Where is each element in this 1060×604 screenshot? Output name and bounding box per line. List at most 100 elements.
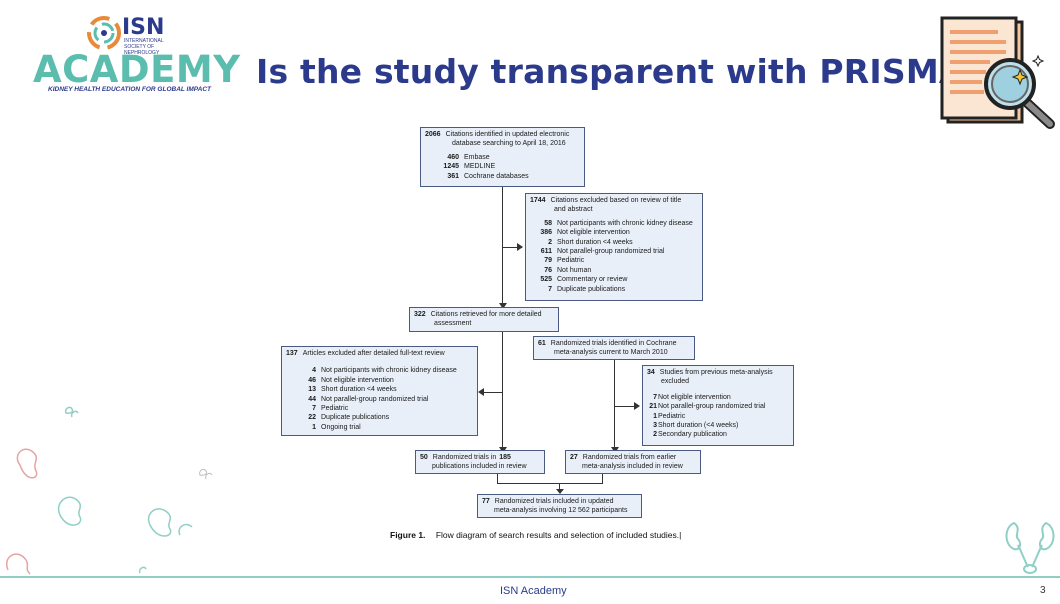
connector-main-2 — [502, 332, 503, 450]
figure-caption: Figure 1. Flow diagram of search results… — [390, 530, 681, 540]
count: 361 — [447, 172, 459, 180]
count: 322 — [414, 311, 426, 318]
count: 7 — [653, 393, 657, 401]
label: assessment — [434, 320, 472, 328]
count: 2 — [653, 431, 657, 439]
count: 7 — [548, 285, 552, 293]
count: 34 — [647, 369, 655, 376]
count: 1 — [653, 412, 657, 420]
count: 27 — [570, 454, 578, 461]
label: Pediatric — [658, 412, 686, 420]
count: 386 — [540, 229, 552, 237]
label: Not parallel-group randomized trial — [321, 395, 429, 403]
count: 185 — [499, 454, 511, 461]
label: Cochrane databases — [464, 172, 529, 180]
logo-isn-text: ISN — [122, 15, 165, 40]
count: 22 — [308, 414, 316, 422]
box-cochrane: 61 Randomized trials identified in Cochra… — [533, 336, 695, 360]
count: 58 — [544, 219, 552, 227]
count: 44 — [308, 395, 316, 403]
count: 3 — [653, 422, 657, 430]
slide-title: Is the study transparent with PRISMA? — [256, 52, 984, 91]
label: Short duration <4 weeks — [557, 238, 633, 246]
label: Not eligible intervention — [321, 376, 394, 384]
label: Articles excluded after detailed full-te… — [302, 350, 445, 357]
count: 76 — [544, 266, 552, 274]
label: Not participants with chronic kidney dis… — [321, 367, 457, 375]
label: excluded — [661, 378, 690, 386]
connector-main-1 — [502, 187, 503, 306]
logo-subline: INTERNATIONAL SOCIETY OF NEPHROLOGY — [124, 38, 164, 56]
label: Randomized trials identified in Cochrane — [550, 340, 677, 347]
count: 61 — [538, 340, 546, 347]
label: Short duration (<4 weeks) — [658, 422, 739, 430]
caption-text: Flow diagram of search results and selec… — [435, 530, 682, 540]
label: Not parallel-group randomized trial — [557, 248, 665, 256]
label: Commentary or review — [557, 276, 628, 284]
label: Not human — [557, 266, 592, 274]
page-number: 3 — [1040, 585, 1046, 596]
count: 50 — [420, 454, 428, 461]
count: 2066 — [425, 131, 441, 138]
footer-text: ISN Academy — [500, 585, 567, 597]
count: 611 — [540, 248, 552, 256]
label: Not participants with chronic kidney dis… — [557, 219, 693, 227]
count: 2 — [548, 238, 552, 246]
count: 4 — [312, 367, 316, 375]
arrow-down-icon — [499, 303, 507, 309]
label: Pediatric — [321, 405, 349, 413]
label: Randomized trials from earlier — [582, 454, 677, 461]
count: 79 — [544, 257, 552, 265]
count: 7 — [312, 405, 316, 413]
count: 460 — [447, 153, 459, 161]
count: 1245 — [443, 163, 459, 171]
isn-emblem-icon — [87, 16, 121, 50]
count: 1744 — [530, 197, 546, 204]
count: 525 — [540, 276, 552, 284]
box-previous-excluded: 34 Studies from previous meta-analysis ex… — [642, 365, 794, 446]
connector-cochrane — [614, 360, 615, 450]
label: Randomized trials included in updated — [494, 498, 614, 505]
label: Ongoing trial — [321, 423, 361, 431]
label: Secondary publication — [658, 431, 727, 439]
count: 21 — [649, 403, 657, 411]
logo-tagline: KIDNEY HEALTH EDUCATION FOR GLOBAL IMPAC… — [48, 86, 211, 93]
label: meta-analysis included in review — [582, 463, 683, 471]
count: 13 — [308, 386, 316, 394]
label: Citations identified in updated electron… — [445, 131, 570, 138]
label: meta-analysis current to March 2010 — [554, 349, 668, 357]
label: Short duration <4 weeks — [321, 386, 397, 394]
connector-final — [559, 483, 560, 491]
connector-to-prev — [614, 406, 634, 407]
label: publications included in review — [432, 463, 527, 471]
count: 46 — [308, 376, 316, 384]
count: 137 — [286, 350, 298, 357]
arrow-right-icon — [634, 402, 640, 410]
footer-divider — [0, 576, 1060, 578]
arrow-right-icon — [517, 243, 523, 251]
kidney-ureter-icon — [1000, 515, 1060, 575]
isn-logo — [86, 15, 122, 51]
document-magnifier-icon — [940, 16, 1058, 130]
label: Not eligible intervention — [658, 393, 731, 401]
label: Duplicate publications — [557, 285, 626, 293]
kidney-decoration-icon — [0, 395, 280, 596]
label: MEDLINE — [464, 163, 496, 171]
count: 77 — [482, 498, 490, 505]
logo-academy-text: ACADEMY — [33, 48, 241, 91]
connector-merge-h — [497, 483, 603, 484]
caption-label: Figure 1. — [390, 530, 426, 540]
label: Not eligible intervention — [557, 229, 630, 237]
arrow-down-icon — [556, 489, 564, 494]
connector-merge-left — [497, 474, 498, 483]
box-identified: 2066 Citations identified in updated elec… — [420, 127, 585, 187]
label: Embase — [464, 153, 490, 161]
box-included-earlier: 27 Randomized trials from earlier meta-an… — [565, 450, 701, 474]
label: meta-analysis involving 12 562 participa… — [494, 507, 628, 515]
arrow-left-icon — [478, 388, 484, 396]
label: Studies from previous meta-analysis — [659, 369, 773, 376]
